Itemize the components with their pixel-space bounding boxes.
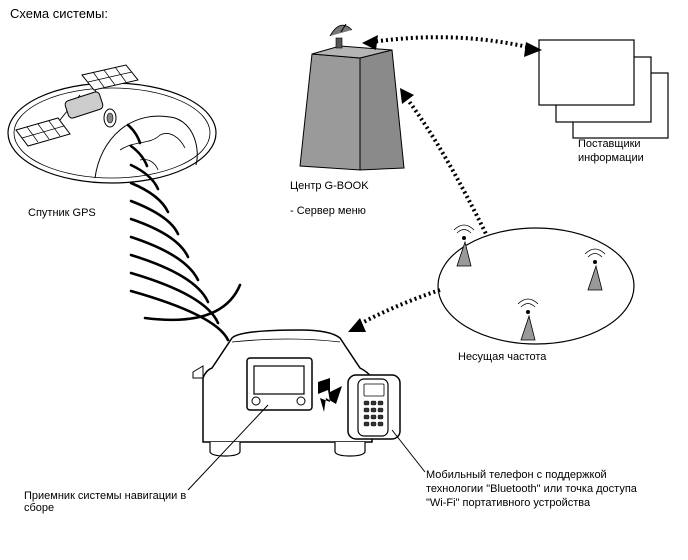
information-providers-icon xyxy=(538,39,669,139)
mobile-phone-icon xyxy=(347,374,401,440)
phone-leader-line xyxy=(391,429,426,473)
providers-link-arrow xyxy=(362,35,542,57)
antenna-icon xyxy=(584,248,606,291)
bluetooth-link-icon xyxy=(318,378,342,412)
menu-server-label: - Сервер меню xyxy=(290,205,366,217)
antenna-icon xyxy=(453,224,475,267)
navigation-receiver-icon xyxy=(246,357,313,411)
carrier-network-circle xyxy=(437,227,635,345)
gps-satellite-icon xyxy=(15,64,139,147)
diagram-title: Схема системы: xyxy=(10,6,108,21)
providers-label-line1: Поставщики xyxy=(578,138,641,150)
orbit-ellipse-inner xyxy=(13,87,211,179)
globe-land xyxy=(119,133,186,171)
carrier-to-center-arrow xyxy=(400,88,490,239)
phone-label-line3: "Wi-Fi" портативного устройства xyxy=(426,497,591,509)
globe-outline xyxy=(94,115,198,179)
receiver-label-line1: Приемник системы навигации в xyxy=(24,490,187,502)
phone-label-line2: технологии "Bluetooth" или точка доступа xyxy=(426,483,637,495)
carrier-label: Несущая частота xyxy=(458,351,547,363)
gps-label: Спутник GPS xyxy=(28,207,96,219)
center-label: Центр G-BOOK xyxy=(290,180,369,192)
gps-signal-waves xyxy=(126,123,242,342)
gbook-center-icon xyxy=(299,23,405,171)
carrier-to-car-arrow xyxy=(348,288,441,332)
receiver-leader-line xyxy=(187,404,269,491)
providers-label-line2: информации xyxy=(578,152,644,164)
antenna-icon xyxy=(517,298,539,341)
receiver-label-line2: сборе xyxy=(24,502,55,514)
phone-label-line1: Мобильный телефон с поддержкой xyxy=(426,469,607,481)
